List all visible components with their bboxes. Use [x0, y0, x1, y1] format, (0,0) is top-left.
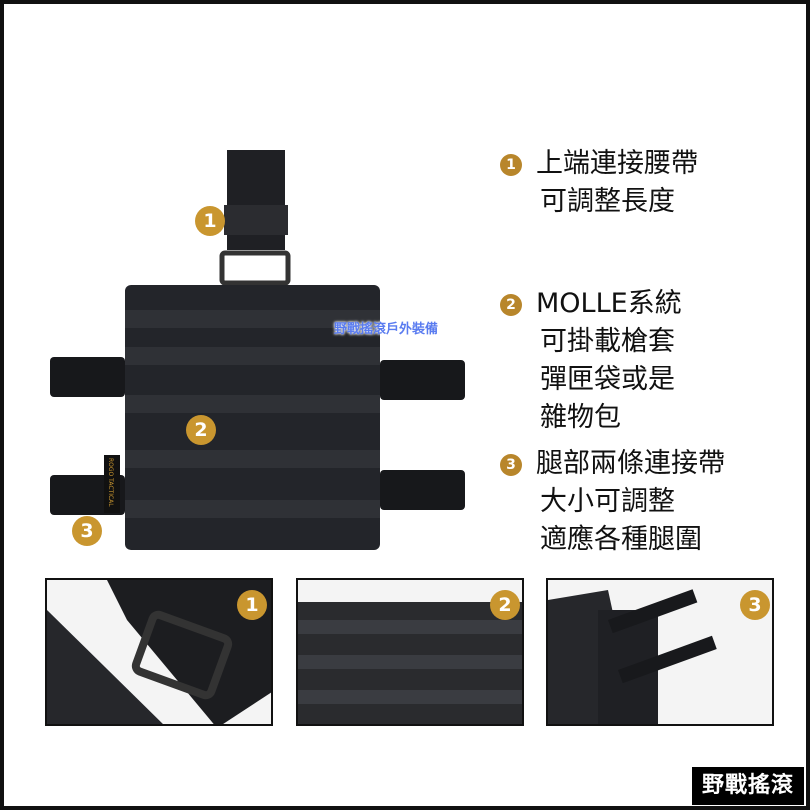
detail-photo-buckle: 1: [45, 578, 273, 726]
badge-2: 2: [186, 415, 216, 445]
feature-text: 適應各種腿圍: [540, 524, 702, 555]
feature-text: 彈匣袋或是: [540, 364, 675, 395]
feature-text: 雜物包: [540, 402, 621, 433]
watermark: 野戰搖滾戶外裝備: [334, 322, 439, 337]
feature-1: 1 上端連接腰帶 可調整長度: [500, 145, 698, 221]
badge-3: 3: [72, 516, 102, 546]
badge-1: 1: [237, 590, 267, 620]
product-drop-leg-panel: [50, 150, 465, 550]
badge-2: 2: [490, 590, 520, 620]
badge-3: 3: [740, 590, 770, 620]
feature-text: 可掛載槍套: [540, 326, 675, 357]
feature-text: 可調整長度: [540, 186, 675, 217]
number-badge: 3: [500, 454, 522, 476]
product-label: ROGO TACTICAL: [107, 458, 114, 507]
store-logo: 野戰搖滾: [692, 767, 804, 805]
number-badge: 1: [500, 154, 522, 176]
feature-3: 3 腿部兩條連接帶 大小可調整 適應各種腿圍: [500, 445, 725, 559]
feature-text: 腿部兩條連接帶: [536, 448, 725, 479]
number-badge: 2: [500, 294, 522, 316]
badge-1: 1: [195, 206, 225, 236]
detail-photo-leg-straps: 3: [546, 578, 774, 726]
feature-text: 大小可調整: [540, 486, 675, 517]
feature-2: 2 MOLLE系統 可掛載槍套 彈匣袋或是 雜物包: [500, 285, 682, 437]
detail-photo-molle: 2: [296, 578, 524, 726]
feature-text: MOLLE系統: [536, 288, 682, 319]
feature-text: 上端連接腰帶: [536, 148, 698, 179]
